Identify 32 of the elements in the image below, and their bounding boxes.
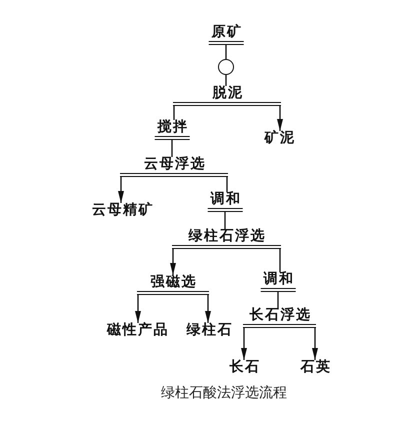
process-label: 搅拌 bbox=[154, 120, 190, 140]
flow-line bbox=[277, 292, 279, 308]
product-label: 绿柱石 bbox=[185, 323, 233, 338]
separation-step: 云母浮选 bbox=[120, 157, 228, 177]
process-label: 原矿 bbox=[208, 25, 244, 45]
product-label: 长石 bbox=[228, 360, 260, 375]
flow-arrow bbox=[205, 295, 211, 323]
flow-arrow bbox=[170, 249, 176, 275]
flow-arrow bbox=[277, 106, 283, 131]
product-label: 石英 bbox=[298, 360, 332, 375]
process-label: 调和 bbox=[260, 272, 296, 292]
product-label: 磁性产品 bbox=[105, 323, 169, 338]
process-label: 调和 bbox=[208, 192, 242, 212]
process-circle bbox=[218, 59, 234, 75]
flow-arrow bbox=[135, 295, 141, 323]
flow-line bbox=[279, 249, 281, 272]
flow-line bbox=[225, 75, 227, 86]
flow-line bbox=[173, 106, 175, 120]
flow-arrow bbox=[118, 177, 124, 203]
flow-arrow bbox=[312, 328, 318, 360]
figure-caption: 绿柱石酸法浮选流程 bbox=[161, 385, 287, 401]
flow-line bbox=[225, 45, 227, 59]
separation-step: 强磁选 bbox=[137, 275, 209, 295]
separation-step: 长石浮选 bbox=[243, 308, 316, 328]
flow-line bbox=[171, 140, 173, 157]
product-label: 矿泥 bbox=[262, 131, 296, 146]
flow-line bbox=[224, 212, 226, 229]
flow-arrow bbox=[241, 328, 247, 360]
flow-line bbox=[226, 177, 228, 192]
separation-step: 绿柱石浮选 bbox=[172, 229, 281, 249]
separation-step: 脱泥 bbox=[173, 86, 281, 106]
product-label: 云母精矿 bbox=[90, 203, 154, 218]
